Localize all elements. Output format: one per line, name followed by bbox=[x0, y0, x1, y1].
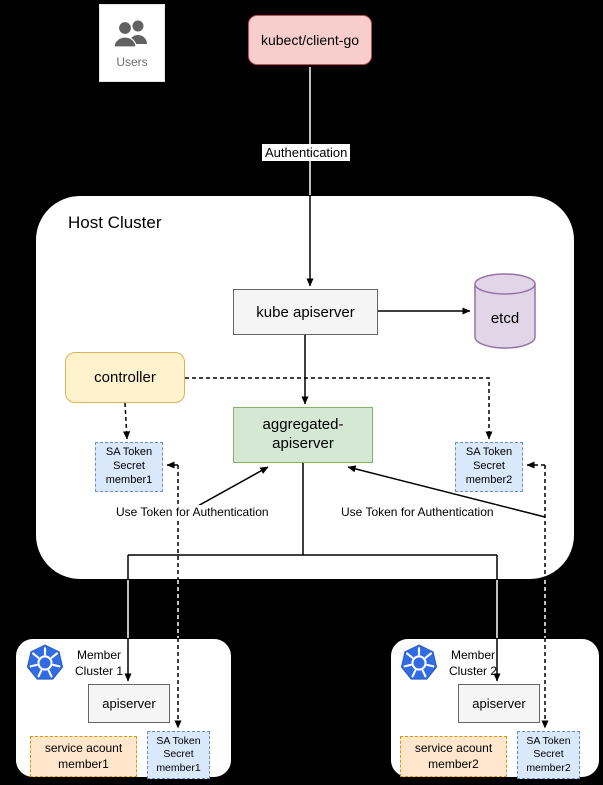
service-account-line: member1 bbox=[58, 756, 109, 771]
member-cluster-2-title-line2: Cluster 2 bbox=[448, 664, 498, 679]
etcd-cylinder: etcd bbox=[474, 273, 536, 350]
sa-token-line: Secret bbox=[533, 748, 564, 761]
member-cluster-1-title: Member Cluster 1 bbox=[70, 647, 128, 679]
sa-token-line: SA Token bbox=[526, 735, 571, 748]
controller-box: controller bbox=[65, 352, 185, 403]
member1-apiserver-label: apiserver bbox=[102, 696, 156, 711]
use-token-label-right: Use Token for Authentication bbox=[339, 505, 496, 519]
member-cluster-1-title-line2: Cluster 1 bbox=[74, 664, 124, 679]
users-label: Users bbox=[116, 55, 148, 69]
sa-token-line: Secret bbox=[473, 460, 505, 473]
etcd-label: etcd bbox=[490, 310, 520, 327]
member-cluster-2-title-line1: Member bbox=[450, 648, 495, 662]
service-account-line: service acount bbox=[414, 740, 493, 755]
kube-apiserver-label: kube apiserver bbox=[256, 303, 355, 321]
controller-label: controller bbox=[94, 369, 156, 386]
service-account-line: member2 bbox=[428, 756, 479, 771]
member-cluster-2-title: Member Cluster 2 bbox=[444, 647, 502, 679]
host-cluster-title: Host Cluster bbox=[68, 213, 162, 232]
users-icon bbox=[113, 20, 147, 48]
member-cluster-1-title-line1: Member bbox=[76, 648, 121, 662]
edge-use-token-right bbox=[347, 465, 546, 518]
authentication-label: Authentication bbox=[262, 144, 351, 161]
kube-apiserver-box: kube apiserver bbox=[233, 289, 378, 335]
use-token-label-left: Use Token for Authentication bbox=[114, 505, 271, 519]
service-account-line: service acount bbox=[44, 740, 123, 755]
aggregated-apiserver-box: aggregated- apiserver bbox=[233, 407, 373, 463]
kubernetes-logo-icon bbox=[400, 644, 438, 680]
aggregated-apiserver-line1: aggregated- bbox=[262, 416, 344, 434]
kubernetes-logo-icon bbox=[26, 644, 64, 680]
sa-token-secret-member1-host-box: SA Token Secret member1 bbox=[95, 442, 163, 492]
sa-token-line: member2 bbox=[526, 761, 571, 774]
member1-apiserver-box: apiserver bbox=[88, 684, 170, 723]
etcd-cylinder-shape bbox=[474, 273, 536, 349]
sa-token-line: member1 bbox=[156, 761, 201, 774]
member2-sa-token-secret-box: SA Token Secret member2 bbox=[517, 731, 580, 779]
edge-controller-to-secret1 bbox=[122, 402, 131, 440]
aggregated-apiserver-line2: apiserver bbox=[272, 435, 334, 452]
edge-controller-to-secret2 bbox=[185, 377, 493, 440]
sa-token-line: SA Token bbox=[105, 446, 153, 459]
member1-sa-token-secret-box: SA Token Secret member1 bbox=[147, 731, 210, 779]
client-go-label: kubect/client-go bbox=[260, 32, 360, 48]
sa-token-line: SA Token bbox=[156, 735, 201, 748]
sa-token-line: member2 bbox=[465, 473, 513, 486]
member2-service-account-box: service acount member2 bbox=[400, 736, 507, 777]
member2-apiserver-label: apiserver bbox=[472, 696, 526, 711]
member2-apiserver-box: apiserver bbox=[458, 684, 540, 723]
client-go-box: kubect/client-go bbox=[248, 15, 372, 65]
sa-token-line: member1 bbox=[105, 473, 153, 486]
member1-service-account-box: service acount member1 bbox=[30, 736, 137, 777]
sa-token-line: Secret bbox=[163, 748, 194, 761]
sa-token-secret-member2-host-box: SA Token Secret member2 bbox=[455, 442, 523, 492]
sa-token-line: Secret bbox=[113, 460, 145, 473]
users-box: Users bbox=[99, 4, 165, 82]
sa-token-line: SA Token bbox=[465, 446, 513, 459]
